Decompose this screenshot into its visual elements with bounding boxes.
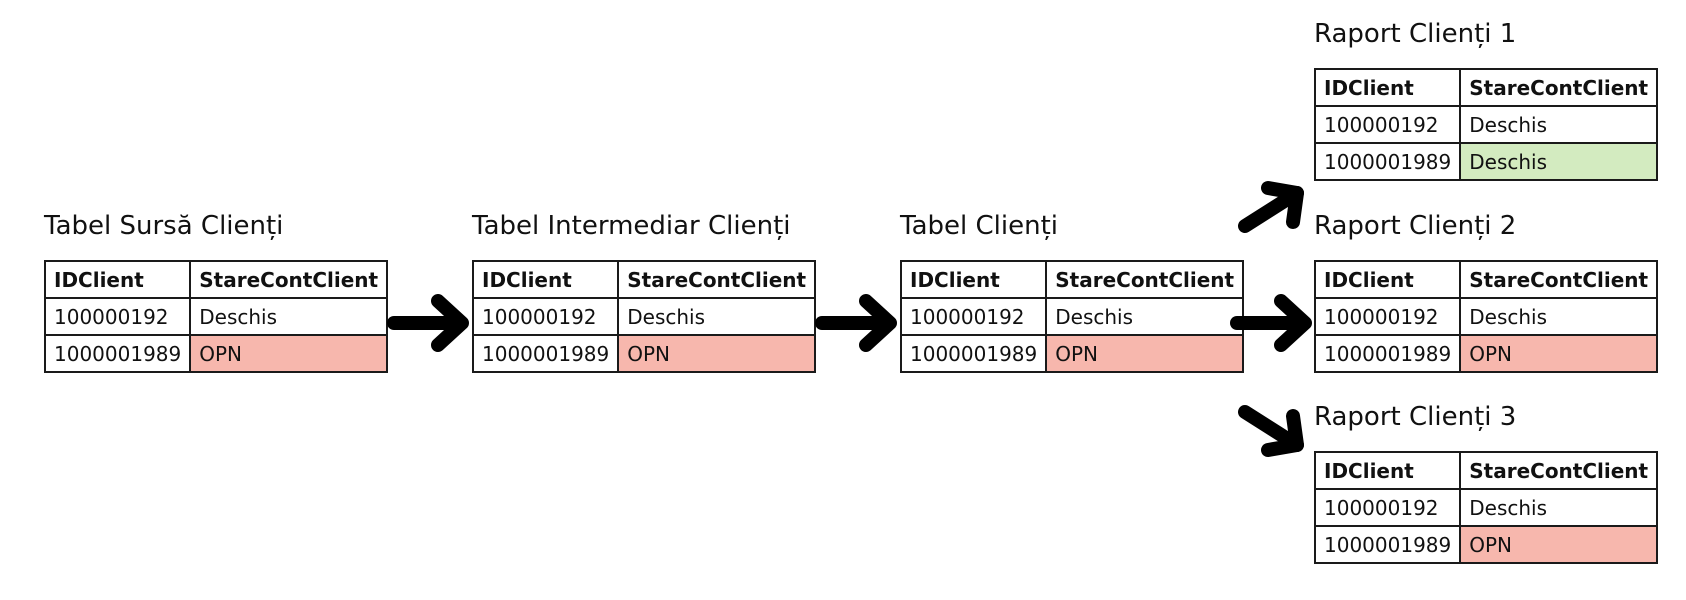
cell-status: Deschis: [617, 297, 817, 336]
report-1-title: Raport Clienți 1: [1314, 19, 1517, 49]
cell-status-highlighted: OPN: [1459, 525, 1659, 564]
table-header-row: IDClient StareContClient: [471, 260, 817, 299]
table-row: 1000001989 OPN: [43, 334, 389, 373]
cell-status-highlighted: Deschis: [1459, 142, 1659, 181]
cell-status: Deschis: [189, 297, 389, 336]
arrow-source-to-intermediate: [387, 294, 469, 352]
intermediate-table: IDClient StareContClient 100000192 Desch…: [471, 260, 817, 373]
cell-id: 100000192: [1313, 488, 1462, 527]
table-row: 1000001989 OPN: [1313, 334, 1659, 373]
cell-status-highlighted: OPN: [617, 334, 817, 373]
table-header-row: IDClient StareContClient: [43, 260, 389, 299]
cell-id: 100000192: [899, 297, 1048, 336]
source-table-title: Tabel Sursă Clienți: [44, 211, 284, 241]
header-starecontclient: StareContClient: [1459, 451, 1659, 490]
arrow-clients-to-report-1: [1238, 181, 1304, 233]
cell-status: Deschis: [1459, 488, 1659, 527]
header-idclient: IDClient: [1313, 260, 1462, 299]
cell-status: Deschis: [1459, 105, 1659, 144]
header-idclient: IDClient: [899, 260, 1048, 299]
table-row: 100000192 Deschis: [471, 297, 817, 336]
cell-status: Deschis: [1045, 297, 1245, 336]
table-row: 100000192 Deschis: [1313, 105, 1659, 144]
header-idclient: IDClient: [43, 260, 192, 299]
header-starecontclient: StareContClient: [1045, 260, 1245, 299]
header-starecontclient: StareContClient: [617, 260, 817, 299]
header-idclient: IDClient: [471, 260, 620, 299]
cell-id: 100000192: [43, 297, 192, 336]
header-starecontclient: StareContClient: [1459, 68, 1659, 107]
table-row: 100000192 Deschis: [1313, 297, 1659, 336]
intermediate-table-title: Tabel Intermediar Clienți: [472, 211, 791, 241]
source-table: IDClient StareContClient 100000192 Desch…: [43, 260, 389, 373]
clients-table: IDClient StareContClient 100000192 Desch…: [899, 260, 1245, 373]
header-idclient: IDClient: [1313, 451, 1462, 490]
cell-id: 1000001989: [1313, 142, 1462, 181]
table-header-row: IDClient StareContClient: [1313, 68, 1659, 107]
table-row: 1000001989 Deschis: [1313, 142, 1659, 181]
table-row: 100000192 Deschis: [1313, 488, 1659, 527]
cell-id: 1000001989: [471, 334, 620, 373]
header-idclient: IDClient: [1313, 68, 1462, 107]
table-row: 100000192 Deschis: [899, 297, 1245, 336]
arrow-clients-to-report-2: [1230, 294, 1312, 352]
header-starecontclient: StareContClient: [1459, 260, 1659, 299]
table-row: 100000192 Deschis: [43, 297, 389, 336]
cell-id: 1000001989: [43, 334, 192, 373]
report-2-title: Raport Clienți 2: [1314, 211, 1517, 241]
cell-id: 100000192: [1313, 297, 1462, 336]
cell-status: Deschis: [1459, 297, 1659, 336]
cell-status-highlighted: OPN: [1459, 334, 1659, 373]
cell-status-highlighted: OPN: [189, 334, 389, 373]
table-header-row: IDClient StareContClient: [899, 260, 1245, 299]
table-row: 1000001989 OPN: [899, 334, 1245, 373]
cell-status-highlighted: OPN: [1045, 334, 1245, 373]
report-3-title: Raport Clienți 3: [1314, 402, 1517, 432]
arrow-intermediate-to-clients: [815, 294, 897, 352]
cell-id: 100000192: [1313, 105, 1462, 144]
table-header-row: IDClient StareContClient: [1313, 260, 1659, 299]
cell-id: 1000001989: [899, 334, 1048, 373]
table-header-row: IDClient StareContClient: [1313, 451, 1659, 490]
report-2-table: IDClient StareContClient 100000192 Desch…: [1313, 260, 1659, 373]
table-row: 1000001989 OPN: [1313, 525, 1659, 564]
cell-id: 100000192: [471, 297, 620, 336]
header-starecontclient: StareContClient: [189, 260, 389, 299]
cell-id: 1000001989: [1313, 334, 1462, 373]
report-3-table: IDClient StareContClient 100000192 Desch…: [1313, 451, 1659, 564]
cell-id: 1000001989: [1313, 525, 1462, 564]
arrow-clients-to-report-3: [1238, 405, 1304, 457]
report-1-table: IDClient StareContClient 100000192 Desch…: [1313, 68, 1659, 181]
table-row: 1000001989 OPN: [471, 334, 817, 373]
clients-table-title: Tabel Clienți: [900, 211, 1058, 241]
